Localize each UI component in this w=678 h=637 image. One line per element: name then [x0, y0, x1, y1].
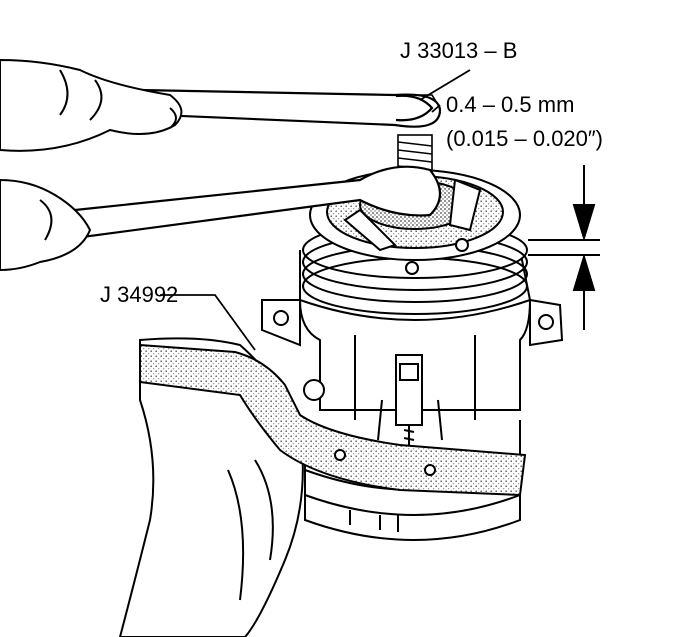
label-gap-inches: (0.015 – 0.020″)	[446, 126, 603, 151]
lower-wrench	[73, 165, 442, 240]
label-tool-j34992: J 34992	[100, 282, 178, 307]
leader-lines	[160, 69, 471, 351]
label-tool-j33013b: J 33013 – B	[400, 38, 517, 63]
gap-dimension	[528, 165, 600, 330]
hand-upper	[0, 58, 183, 152]
label-gap-mm: 0.4 – 0.5 mm	[446, 92, 574, 117]
holding-tool	[139, 343, 527, 497]
hand-lower	[0, 178, 92, 272]
